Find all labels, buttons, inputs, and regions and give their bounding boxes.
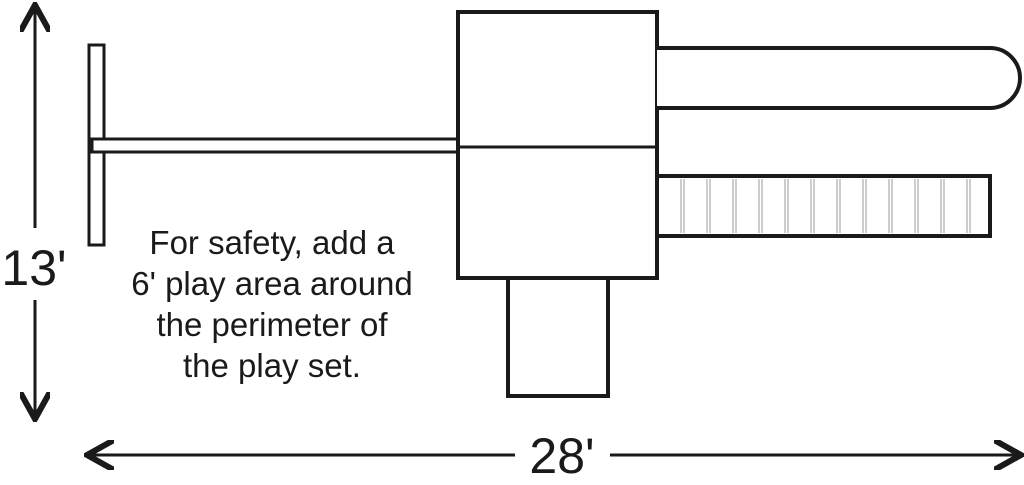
note-line: For safety, add a <box>149 224 395 261</box>
note-line: the perimeter of <box>156 306 388 343</box>
ladder-rungs <box>680 179 971 233</box>
height-label: 13' <box>1 240 66 296</box>
width-label: 28' <box>529 428 594 484</box>
swing-beam <box>90 137 460 154</box>
safety-note: For safety, add a 6' play area around th… <box>131 224 413 384</box>
ladder <box>655 174 992 238</box>
slide <box>657 46 1022 110</box>
note-line: 6' play area around <box>131 265 413 302</box>
tower <box>456 10 659 280</box>
lower-platform <box>506 276 610 398</box>
note-line: the play set. <box>183 347 361 384</box>
